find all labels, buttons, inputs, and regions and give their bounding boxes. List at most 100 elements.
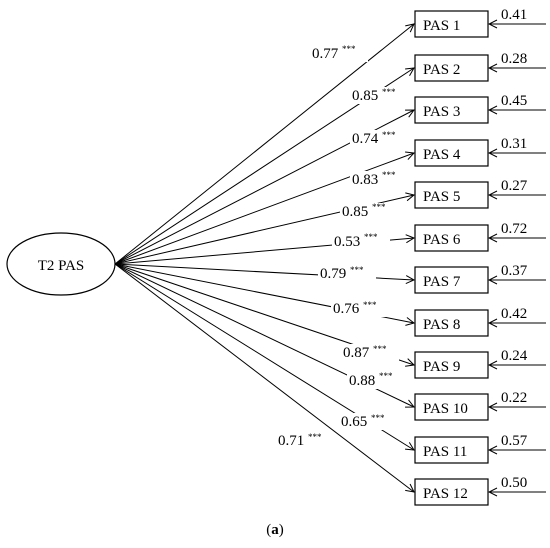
indicator-label: PAS 9	[423, 359, 460, 375]
label-backdrop	[340, 203, 398, 220]
indicator-pas9: PAS 9	[414, 351, 489, 379]
label-backdrop	[332, 233, 390, 250]
indicator-label: PAS 8	[423, 317, 460, 333]
loading-label-pas8: 0.76***	[331, 300, 389, 317]
indicator-pas4: PAS 4	[414, 139, 489, 167]
significance-stars: ***	[308, 432, 322, 442]
indicator-label: PAS 12	[423, 486, 468, 502]
loading-label-pas5: 0.85***	[340, 202, 398, 220]
label-backdrop	[276, 432, 334, 449]
loading-label-pas11: 0.65 ***	[339, 413, 397, 430]
indicator-pas11: PAS 11	[414, 436, 489, 464]
error-term-pas8: 0.42	[489, 306, 546, 323]
indicator-pas3: PAS 3	[414, 96, 489, 124]
latent-label: T2 PAS	[38, 258, 85, 274]
loading-label-pas7: 0.79 ***	[318, 265, 376, 282]
error-value: 0.37	[501, 263, 528, 279]
label-backdrop	[310, 45, 368, 62]
indicator-box	[414, 436, 489, 464]
indicator-pas5: PAS 5	[414, 181, 489, 209]
indicator-label: PAS 10	[423, 401, 468, 417]
loading-value: 0.85	[352, 88, 378, 104]
error-terms: 0.41 0.28 0.45 0.31 0.27 0.72 0.37 0.42 0.24 0.22…	[489, 7, 546, 492]
loading-value: 0.88	[349, 373, 375, 389]
error-value: 0.41	[501, 7, 527, 23]
loading-label-pas10: 0.88***	[347, 371, 405, 389]
loading-value: 0.83	[352, 172, 378, 188]
significance-stars: ***	[342, 44, 356, 54]
indicator-label: PAS 4	[423, 147, 461, 163]
loading-value: 0.74	[352, 131, 379, 147]
error-value: 0.72	[501, 221, 527, 237]
indicator-label: PAS 2	[423, 62, 460, 78]
indicator-label: PAS 5	[423, 189, 460, 205]
indicator-box	[414, 139, 489, 167]
significance-stars: ***	[363, 300, 377, 310]
loading-label-pas9: 0.87***	[341, 344, 399, 361]
loading-value: 0.53	[334, 234, 360, 250]
indicator-box	[414, 54, 489, 82]
indicator-pas1: PAS 1	[414, 10, 489, 38]
loading-value: 0.76	[333, 301, 360, 317]
indicator-label: PAS 7	[423, 274, 461, 290]
loading-labels: 0.77***0.85***0.74***0.83***0.85***0.53*…	[276, 44, 408, 449]
indicator-pas6: PAS 6	[414, 224, 489, 252]
indicator-boxes: PAS 1 PAS 2 PAS 3 PAS 4 PAS 5 PAS 6 PAS 7 PAS 8…	[414, 10, 489, 506]
label-backdrop	[318, 265, 376, 282]
significance-stars: ***	[372, 202, 386, 212]
error-term-pas3: 0.45	[489, 93, 546, 110]
error-value: 0.57	[501, 433, 528, 449]
indicator-pas12: PAS 12	[414, 478, 489, 506]
significance-stars: ***	[373, 344, 387, 354]
error-term-pas5: 0.27	[489, 178, 546, 195]
indicator-box	[414, 393, 489, 421]
indicator-box	[414, 181, 489, 209]
significance-stars: ***	[382, 170, 396, 180]
indicator-pas10: PAS 10	[414, 393, 489, 421]
significance-stars: ***	[371, 413, 385, 423]
error-term-pas7: 0.37	[489, 263, 546, 280]
significance-stars: ***	[350, 265, 364, 275]
label-backdrop	[347, 372, 405, 389]
indicator-box	[414, 266, 489, 294]
loading-label-pas3: 0.74***	[350, 130, 408, 147]
indicator-pas2: PAS 2	[414, 54, 489, 82]
error-term-pas4: 0.31	[489, 136, 546, 153]
error-value: 0.27	[501, 178, 528, 194]
loading-label-pas4: 0.83 ***	[350, 170, 408, 188]
error-term-pas10: 0.22	[489, 390, 546, 407]
label-backdrop	[339, 413, 397, 430]
error-value: 0.22	[501, 390, 527, 406]
loading-arrow-pas12	[114, 263, 414, 492]
indicator-label: PAS 1	[423, 18, 460, 34]
latent-ellipse	[6, 232, 116, 296]
error-term-pas1: 0.41	[489, 7, 546, 24]
significance-stars: ***	[364, 232, 378, 242]
error-value: 0.28	[501, 51, 527, 67]
loading-label-pas12: 0.71 ***	[276, 432, 334, 449]
error-value: 0.42	[501, 306, 527, 322]
loading-arrow-pas1	[114, 24, 414, 265]
loading-value: 0.79	[320, 266, 346, 282]
loading-value: 0.77	[312, 46, 339, 62]
indicator-box	[414, 478, 489, 506]
indicator-pas8: PAS 8	[414, 309, 489, 337]
label-backdrop	[331, 300, 389, 317]
loading-label-pas6: 0.53 ***	[332, 232, 390, 250]
indicator-box	[414, 224, 489, 252]
indicator-box	[414, 96, 489, 124]
loading-value: 0.71	[278, 433, 304, 449]
error-term-pas12: 0.50	[489, 475, 546, 492]
latent-factor: T2 PAS	[6, 232, 116, 296]
caption: (a)	[266, 522, 284, 538]
error-term-pas9: 0.24	[489, 348, 546, 365]
indicator-box	[414, 309, 489, 337]
indicator-label: PAS 3	[423, 104, 460, 120]
error-value: 0.31	[501, 136, 527, 152]
label-backdrop	[341, 344, 399, 361]
indicator-pas7: PAS 7	[414, 266, 489, 294]
loading-value: 0.65	[341, 414, 367, 430]
significance-stars: ***	[382, 130, 396, 140]
error-value: 0.50	[501, 475, 527, 491]
